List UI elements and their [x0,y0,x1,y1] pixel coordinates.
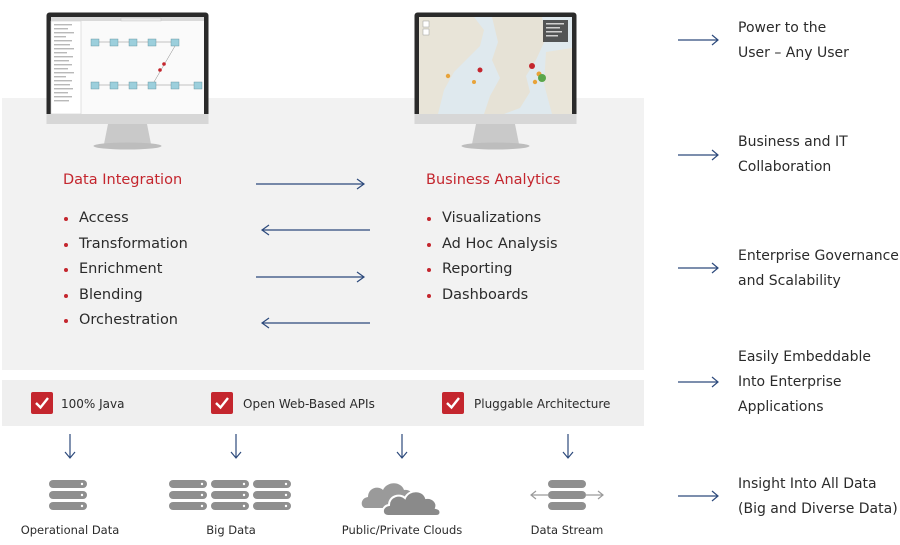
checkmark-icon [211,392,233,414]
analytics-list: Visualizations Ad Hoc Analysis Reporting… [426,206,558,308]
list-item: Transformation [63,232,188,258]
source-label: Public/Private Clouds [341,523,463,537]
list-item: Reporting [426,257,558,283]
list-item: Ad Hoc Analysis [426,232,558,258]
server-stack-icon [49,480,87,510]
down-arrows [64,434,574,459]
integration-title: Data Integration [63,172,183,188]
arrow-right-icon [678,490,719,502]
source-label: Big Data [206,523,256,537]
checkmark-icon [442,392,464,414]
cloud-icon [361,483,442,517]
arrow-down-icon [64,434,76,459]
benefit-arrows [678,34,719,502]
arrow-right-icon [678,34,719,46]
arrow-right-icon [678,376,719,388]
list-item: Dashboards [426,283,558,309]
arrow-left-icon [260,317,370,329]
integration-list: Access Transformation Enrichment Blendin… [63,206,188,334]
feature-label: 100% Java [61,397,125,411]
arrow-right-icon [678,262,719,274]
arrow-down-icon [396,434,408,459]
server-cluster-icon [169,480,291,510]
arrow-left-icon [260,224,370,236]
integration-monitor-icon [46,12,209,150]
analytics-monitor-icon [414,12,577,150]
checkmark-icon [31,392,53,414]
list-item: Orchestration [63,308,188,334]
list-item: Blending [63,283,188,309]
list-item: Enrichment [63,257,188,283]
analytics-title: Business Analytics [426,172,561,188]
arrow-right-icon [256,271,366,283]
data-stream-icon [530,480,604,510]
arrow-right-icon [678,149,719,161]
source-label: Operational Data [20,523,120,537]
list-item: Access [63,206,188,232]
arrow-down-icon [562,434,574,459]
benefit-item: Insight Into All Data(Big and Diverse Da… [738,476,898,517]
exchange-arrows [256,178,370,329]
arrow-right-icon [256,178,366,190]
arrow-down-icon [230,434,242,459]
features-band [2,380,644,426]
feature-label: Open Web-Based APIs [243,397,375,411]
feature-label: Pluggable Architecture [474,397,611,411]
source-label: Data Stream [530,523,604,537]
list-item: Visualizations [426,206,558,232]
